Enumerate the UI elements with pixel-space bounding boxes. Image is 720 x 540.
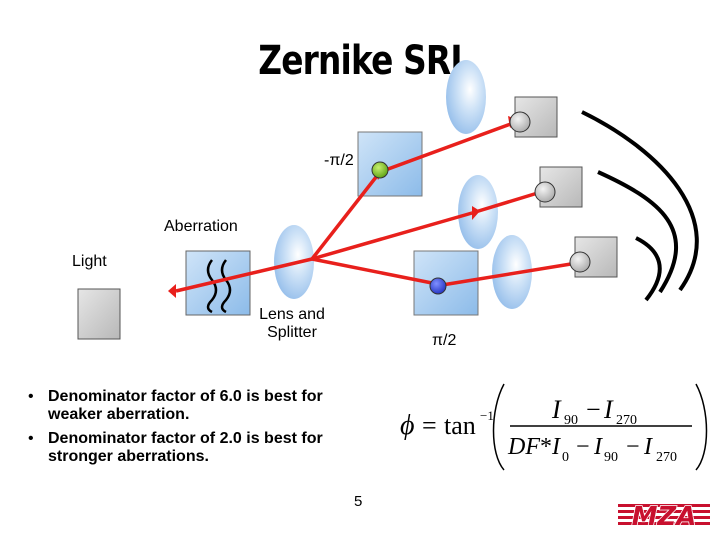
detector-dot-1 — [509, 111, 531, 133]
light-rays — [175, 120, 578, 293]
phase-dot-plus — [429, 277, 447, 295]
bullet-marker: • — [28, 388, 34, 405]
formula-den-sub90: 90 — [604, 450, 618, 465]
bullet-text-1: Denominator factor of 6.0 is best for we… — [48, 388, 323, 423]
lens-3 — [446, 60, 486, 134]
bullet-item-1: • Denominator factor of 6.0 is best for w… — [20, 388, 380, 424]
bullet-text-2: Denominator factor of 2.0 is best for st… — [48, 430, 323, 465]
slide-title: Zernike SRI — [258, 38, 462, 84]
mza-logo-text: MZA — [632, 502, 697, 530]
detector-dot-3 — [569, 251, 591, 273]
bullet-list: • Denominator factor of 6.0 is best for w… — [20, 388, 380, 472]
bullet-marker: • — [28, 430, 34, 447]
formula-num-I1: I — [551, 395, 562, 424]
bullet-item-2: • Denominator factor of 2.0 is best for s… — [20, 430, 380, 466]
label-pi-2: π/2 — [432, 332, 457, 349]
phase-formula: ϕ = tan −1 I 90 − I 270 DF * I 0 − I 90 … — [400, 383, 708, 471]
formula-num-sub1: 90 — [564, 413, 578, 428]
mza-logo: MZA — [618, 502, 710, 530]
formula-den-I270: I — [643, 434, 653, 460]
formula-tan: tan — [444, 411, 476, 440]
formula-den-star: * — [540, 434, 552, 460]
mza-logo-stripes — [618, 504, 710, 525]
formula-den-sub270: 270 — [656, 450, 677, 465]
label-lens-splitter-line2: Splitter — [267, 324, 317, 341]
formula-den-minus1: − — [576, 434, 590, 460]
light-source-box — [77, 288, 121, 340]
label-aberration: Aberration — [164, 218, 238, 235]
combining-curves — [581, 110, 699, 302]
phase-dot-minus — [371, 161, 389, 179]
formula-num-sub2: 270 — [616, 413, 637, 428]
label-light: Light — [72, 253, 107, 270]
formula-num-I2: I — [603, 395, 614, 424]
formula-den-I90: I — [593, 434, 603, 460]
formula-inverse: −1 — [480, 408, 494, 423]
page-number: 5 — [354, 493, 363, 510]
formula-phi: ϕ — [400, 410, 415, 441]
label-lens-splitter: Lens and Splitter — [254, 306, 330, 342]
formula-equals: = — [422, 411, 437, 440]
formula-den-sub0: 0 — [562, 450, 569, 465]
label-minus-pi-2: -π/2 — [324, 152, 354, 169]
aberration-plate — [185, 250, 251, 316]
formula-den-I0: I — [551, 434, 561, 460]
formula-right-paren — [695, 383, 708, 471]
formula-den-DF: DF — [507, 434, 540, 460]
formula-den-minus2: − — [626, 434, 640, 460]
label-lens-splitter-line1: Lens and — [259, 306, 325, 323]
formula-num-minus: − — [586, 395, 601, 424]
formula-left-paren — [492, 383, 505, 471]
detector-dot-2 — [534, 181, 556, 203]
